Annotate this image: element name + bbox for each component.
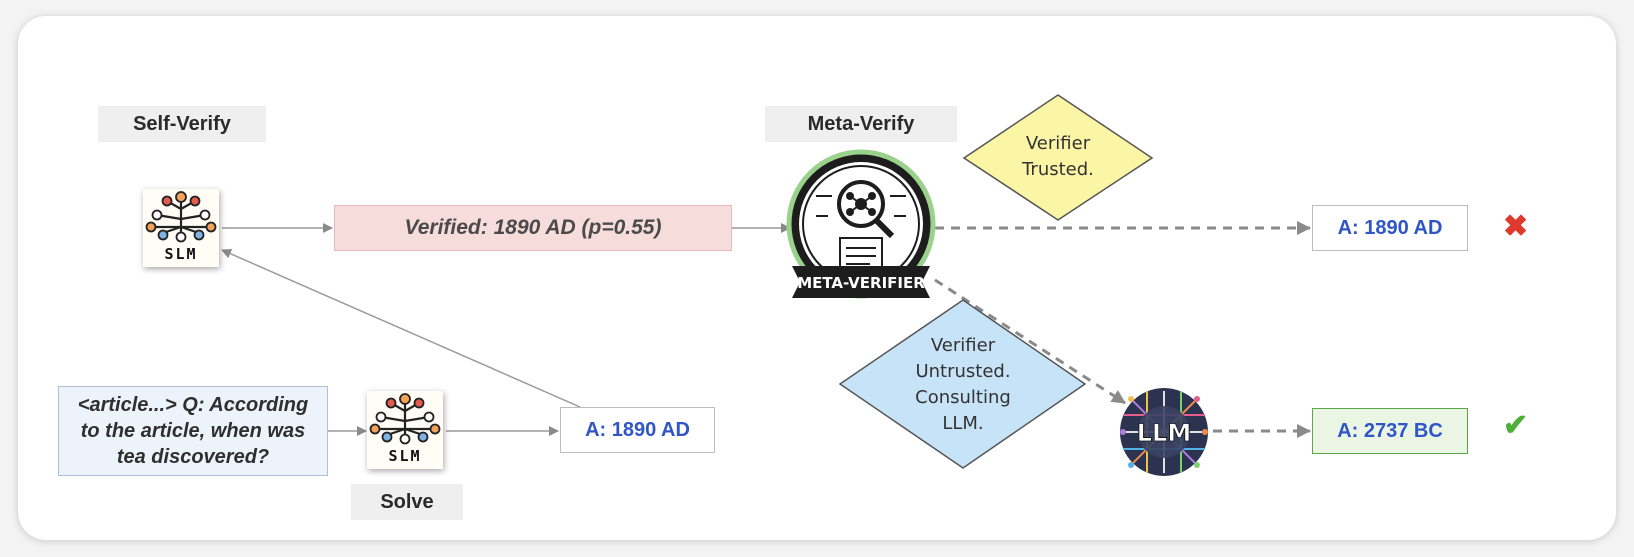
trusted-label: Verifier Trusted. (988, 131, 1128, 183)
meta-verifier-badge: META-VERIFIER (780, 146, 942, 308)
slm-icon-solve: SLM (367, 391, 443, 469)
solve-answer-box: A: 1890 AD (560, 407, 715, 453)
neural-network-icon (369, 393, 441, 445)
wrong-mark-icon: ✖ (1503, 210, 1529, 243)
solve-label: Solve (351, 484, 463, 520)
trusted-label-line: Trusted. (1022, 159, 1094, 180)
slm-label: SLM (164, 245, 198, 263)
meta-verifier-badge-text: META-VERIFIER (797, 274, 925, 292)
meta-verifier-icon: META-VERIFIER (786, 149, 936, 299)
untrusted-label: Verifier Untrusted. Consulting LLM. (893, 333, 1033, 437)
arrow-meta-to-llm (934, 278, 1126, 405)
untrusted-label-line: LLM. (942, 413, 984, 434)
untrusted-label-line: Verifier (930, 335, 996, 356)
question-box: <article...> Q: According to the article… (58, 386, 328, 476)
llm-answer-box: A: 2737 BC (1312, 408, 1468, 454)
self-verify-label: Self-Verify (98, 106, 266, 142)
llm-icon-text: LLM (1137, 419, 1191, 447)
trusted-answer-box: A: 1890 AD (1312, 205, 1468, 251)
diamond-trusted (962, 94, 1154, 221)
arrow-answer-to-slm (221, 249, 581, 408)
meta-verify-label: Meta-Verify (765, 106, 957, 142)
llm-circuit-icon: LLM (1120, 388, 1208, 476)
slm-icon-self-verify: SLM (143, 189, 219, 267)
neural-network-icon (145, 191, 217, 243)
trusted-label-line: Verifier (1025, 133, 1091, 154)
untrusted-label-line: Consulting (915, 387, 1011, 408)
untrusted-label-line: Untrusted. (915, 361, 1011, 382)
correct-mark-icon: ✔ (1503, 409, 1529, 442)
diamond-untrusted (838, 299, 1087, 469)
llm-icon: LLM (1117, 385, 1211, 479)
self-verification-result: Verified: 1890 AD (p=0.55) (334, 205, 732, 251)
slm-label: SLM (388, 447, 422, 465)
